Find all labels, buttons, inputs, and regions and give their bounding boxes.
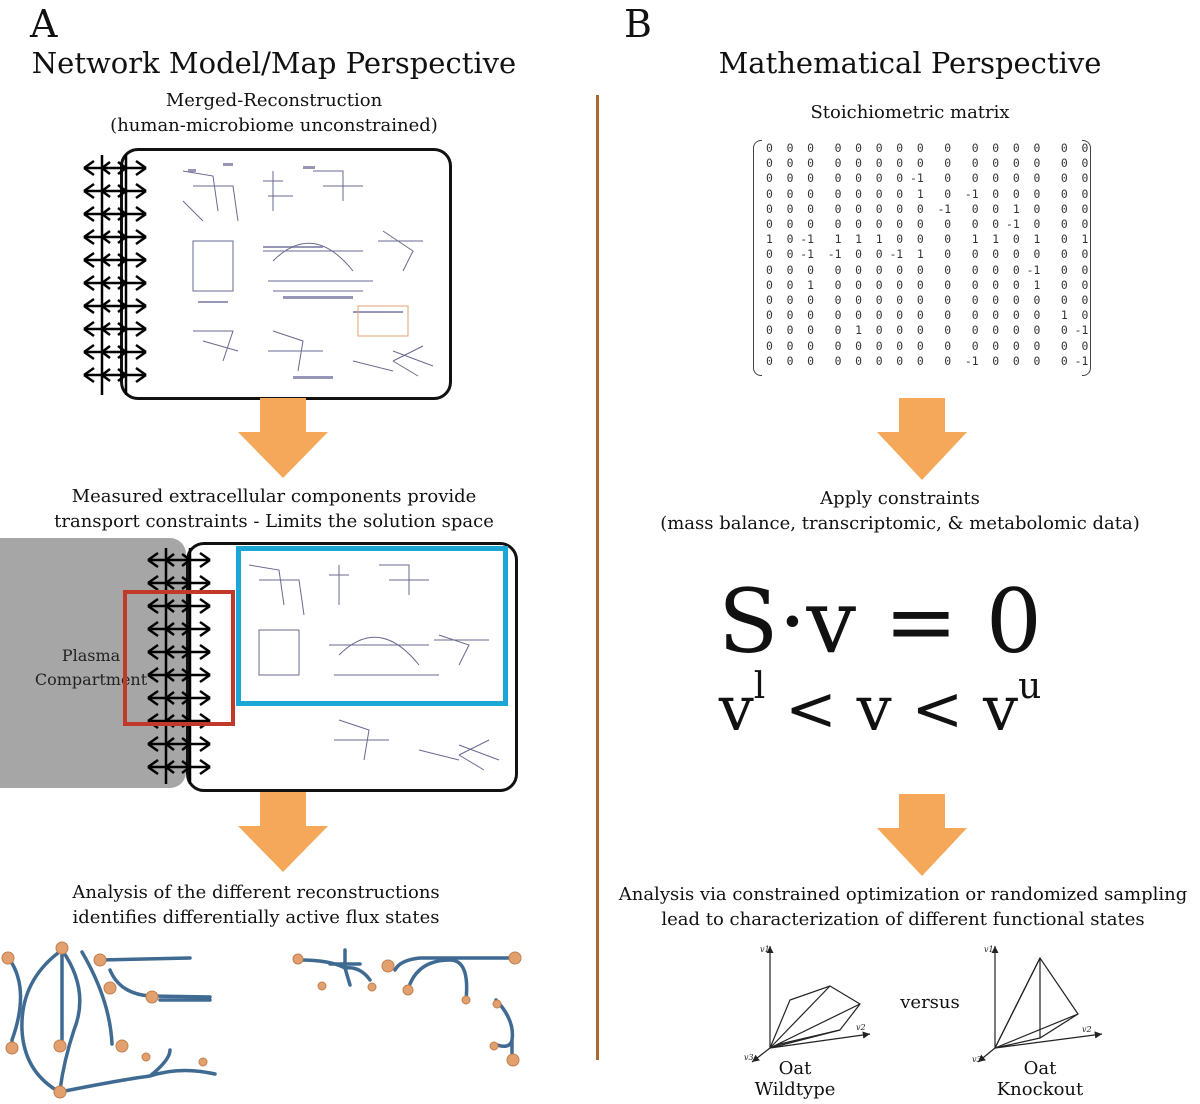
- transport-arrow: [147, 689, 211, 707]
- matrix-row: 0 0 0 0 0 0 0 0 0 0 0 0 0 0 0: [766, 141, 1089, 155]
- transport-arrow: [147, 643, 211, 661]
- transport-arrow: [147, 666, 211, 684]
- axis-label-v1: v1: [760, 945, 770, 954]
- matrix-row: 0 0 0 0 0 0 0 -1 0 0 0 0 0 0 0: [766, 171, 1089, 186]
- stoichiometric-matrix-caption: Stoichiometric matrix: [810, 102, 1010, 123]
- panel-letter-b: B: [624, 2, 652, 46]
- panel-divider: [596, 95, 599, 1060]
- transport-arrow: [83, 366, 147, 384]
- flow-arrow-2: [238, 792, 328, 872]
- merged-reconstruction-caption: Merged-Reconstruction (human-microbiome …: [0, 88, 548, 138]
- lower-bound-symbol: v: [718, 672, 754, 745]
- metabolic-map-sketch: [182, 163, 434, 379]
- metabolic-map-sketch: [248, 564, 500, 771]
- transport-arrow: [147, 551, 211, 569]
- label-line: Knockout: [996, 1079, 1084, 1100]
- plasma-compartment: [0, 538, 186, 788]
- mass-balance-equation: S·v = 0: [718, 570, 1042, 673]
- plasma-compartment-label: Plasma Compartment: [16, 644, 166, 692]
- label-line: Wildtype: [754, 1079, 836, 1100]
- transport-arrow: [147, 735, 211, 753]
- panel-letter-a: A: [30, 2, 58, 46]
- transport-arrow: [83, 228, 147, 246]
- caption-line: Measured extracellular components provid…: [71, 486, 477, 507]
- transport-arrow: [147, 574, 211, 592]
- merged-reconstruction-map: [120, 148, 452, 400]
- panel-a-title: Network Model/Map Perspective: [31, 46, 517, 80]
- versus-label: versus: [900, 992, 960, 1013]
- flow-arrow-4: [877, 794, 967, 876]
- matrix-row: 0 0 0 0 0 0 0 0 0 0 0 0 0 1 0: [766, 308, 1089, 323]
- axis-label-v2: v2: [1082, 1025, 1092, 1034]
- wildtype-label: Oat Wildtype: [740, 1058, 850, 1100]
- flux-bounds-inequality: vl < v < vu: [600, 666, 1160, 745]
- flow-arrow-3: [877, 398, 967, 480]
- matrix-row: 0 0 0 0 0 0 0 0 0 0 0 0 0 0 0: [766, 338, 1089, 353]
- transport-arrow: [147, 597, 211, 615]
- axis-label-v1: v1: [984, 945, 994, 954]
- matrix-row: 0 0 1 0 0 0 0 0 0 0 0 0 1 0 0: [766, 277, 1089, 292]
- flux-states-caption: Analysis of the different reconstruction…: [0, 880, 512, 930]
- transport-constraints-caption: Measured extracellular components provid…: [0, 484, 548, 534]
- solution-space-plots: v1 v2 v3 v1 v2 v3: [744, 945, 1103, 1064]
- stoichiometric-matrix: 0 0 0 0 0 0 0 0 0 0 0 0 0 0 0 0 0 0 0 0 …: [766, 141, 1118, 377]
- inequality-middle: < v <: [765, 672, 984, 745]
- constrained-reconstruction-map: [186, 542, 518, 792]
- caption-line: lead to characterization of different fu…: [661, 909, 1145, 930]
- matrix-row: 1 0 -1 1 1 1 0 0 0 1 1 0 1 0 1: [766, 232, 1089, 247]
- knockout-label: Oat Knockout: [980, 1058, 1100, 1100]
- caption-line: transport constraints - Limits the solut…: [54, 511, 494, 532]
- panel-b-title: Mathematical Perspective: [718, 46, 1102, 80]
- caption-line: Analysis via constrained optimization or…: [618, 884, 1188, 905]
- transport-arrow: [83, 297, 147, 315]
- transport-arrow: [83, 251, 147, 269]
- label-line: Oat: [778, 1058, 812, 1079]
- label-line: Plasma: [61, 646, 121, 665]
- label-line: Oat: [1023, 1058, 1057, 1079]
- axis-label-v3: v3: [744, 1053, 754, 1062]
- transport-arrow: [83, 320, 147, 338]
- transport-arrow: [147, 620, 211, 638]
- analysis-caption: Analysis via constrained optimization or…: [606, 882, 1200, 932]
- upper-bound-superscript: u: [1018, 666, 1042, 707]
- caption-line: Apply constraints: [820, 488, 980, 509]
- axis-label-v2: v2: [856, 1023, 866, 1032]
- caption-line: identifies differentially active flux st…: [72, 907, 440, 928]
- transport-arrow: [83, 205, 147, 223]
- upper-bound-symbol: v: [983, 672, 1019, 745]
- matrix-row: 0 0 0 0 0 0 0 0 0 -1 0 0 0 0 -1: [766, 353, 1089, 368]
- label-line: Compartment: [34, 670, 148, 689]
- matrix-row: 0 0 0 0 0 0 0 0 -1 0 0 1 0 0 0: [766, 201, 1089, 216]
- axis-label-v3: v3: [972, 1055, 982, 1064]
- flux-state-networks: [1, 941, 522, 1099]
- transport-arrows-1: [83, 155, 147, 395]
- transport-arrow: [83, 182, 147, 200]
- matrix-row: 0 0 0 0 0 0 0 0 0 0 0 0 0 0 0: [766, 156, 1089, 171]
- transport-arrow: [83, 159, 147, 177]
- matrix-row: 0 0 0 0 0 0 0 1 0 -1 0 0 0 0 0: [766, 186, 1089, 201]
- matrix-row: 0 0 0 0 1 0 0 0 0 0 0 0 0 0 -1: [766, 323, 1089, 338]
- apply-constraints-caption: Apply constraints (mass balance, transcr…: [600, 486, 1200, 536]
- matrix-left-bracket: [753, 140, 762, 376]
- intracellular-highlight-box: [236, 546, 508, 706]
- transport-arrows-2: [147, 548, 211, 784]
- caption-line: Analysis of the different reconstruction…: [72, 882, 440, 903]
- caption-line: (human-microbiome unconstrained): [110, 115, 438, 136]
- matrix-row: 0 0 0 0 0 0 0 0 0 0 0 0 0 0 0: [766, 293, 1089, 308]
- matrix-row: 0 0 0 0 0 0 0 0 0 0 0 -1 0 0 0: [766, 217, 1089, 232]
- lower-bound-superscript: l: [753, 666, 766, 707]
- transport-arrow: [83, 343, 147, 361]
- caption-line: Merged-Reconstruction: [165, 90, 383, 111]
- matrix-row: 0 0 0 0 0 0 0 0 0 0 0 0 -1 0 0: [766, 262, 1089, 277]
- matrix-row: 0 0 -1 -1 0 0 -1 1 0 0 0 0 0 0 0: [766, 247, 1089, 262]
- caption-line: (mass balance, transcriptomic, & metabol…: [660, 513, 1140, 534]
- transport-arrow: [147, 758, 211, 776]
- measured-transport-highlight-box: [123, 590, 235, 726]
- transport-arrow: [83, 274, 147, 292]
- flow-arrow-1: [238, 398, 328, 478]
